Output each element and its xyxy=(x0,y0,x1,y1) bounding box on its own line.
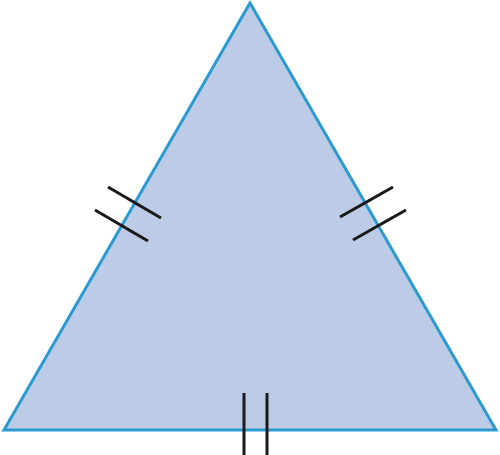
left-tick-mark-2 xyxy=(94,208,149,243)
left-side-tick-marks xyxy=(94,185,162,243)
right-tick-mark-1 xyxy=(339,185,394,219)
equilateral-triangle xyxy=(1,0,499,432)
bottom-side-tick-marks xyxy=(242,393,269,455)
right-tick-mark-2 xyxy=(352,208,407,242)
right-side-tick-marks xyxy=(339,185,407,242)
left-tick-mark-1 xyxy=(107,185,162,220)
